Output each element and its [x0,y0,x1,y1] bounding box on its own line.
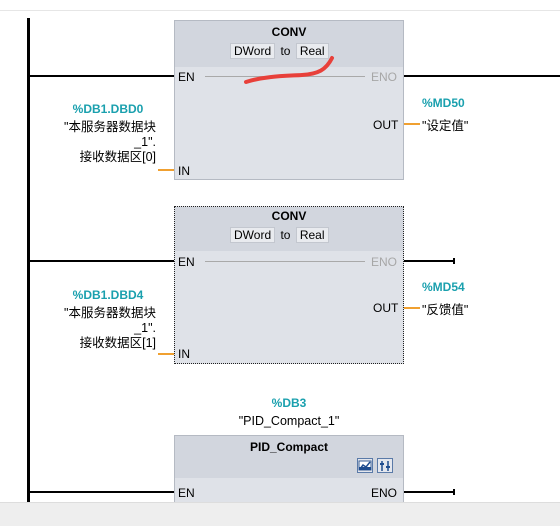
in-operand-2-address[interactable]: %DB1.DBD4 [72,288,144,302]
conv-block-1[interactable]: CONV DWord to Real EN ENO OUT IN [174,20,404,180]
in-operand-2-line2: _1". [134,321,156,335]
conv-2-type-from-dropdown[interactable]: DWord [230,227,276,243]
in-operand-1-name[interactable]: "本服务器数据块 _1". 接收数据区[0] [30,120,156,165]
conv-2-type-to-dropdown[interactable]: Real [295,227,329,243]
eno-wire-1 [404,75,560,77]
conv-2-en-pin[interactable]: EN [178,255,195,269]
in-operand-1-line2: _1". [134,135,156,149]
bottom-status-bar [0,502,560,526]
in-wire-1 [158,169,174,171]
in-wire-2 [158,353,174,355]
conv-block-2-header [175,207,403,251]
pid-eno-pin[interactable]: ENO [371,486,398,500]
top-separator [0,10,560,11]
pid-en-pin[interactable]: EN [178,486,195,500]
pid-instance-name[interactable]: "PID_Compact_1" [238,414,340,428]
out-wire-2 [404,307,420,309]
conv-block-2-title: CONV [271,209,307,223]
conv-block-2[interactable]: CONV DWord to Real EN ENO OUT IN [174,206,404,364]
in-operand-1-line1: "本服务器数据块 [64,120,156,134]
conv-2-to-label: to [280,228,291,242]
out-operand-1-name[interactable]: "设定值" [422,119,469,133]
conv-1-in-pin[interactable]: IN [178,164,190,178]
en-wire-2 [27,260,175,262]
in-operand-2-name[interactable]: "本服务器数据块 _1". 接收数据区[1] [30,306,156,351]
in-operand-2-line1: "本服务器数据块 [64,306,156,320]
red-annotation-stroke [244,56,334,84]
eno-wire-2 [404,260,454,262]
in-operand-1-line3: 接收数据区[0] [79,150,156,164]
out-operand-2-address[interactable]: %MD54 [422,280,465,294]
en-wire-1 [27,75,175,77]
eno-wire-2-end [453,258,455,264]
pid-instance-address[interactable]: %DB3 [271,396,307,410]
conv-2-eno-pin[interactable]: ENO [371,255,398,269]
configuration-icon[interactable] [377,458,393,473]
power-rail [27,18,30,508]
conv-block-1-title: CONV [271,25,307,39]
conv-1-out-pin[interactable]: OUT [373,118,399,132]
conv-block-1-header [175,21,403,67]
conv-2-out-pin[interactable]: OUT [373,301,399,315]
out-operand-2-name[interactable]: "反馈值" [422,303,469,317]
out-operand-1-address[interactable]: %MD50 [422,96,465,110]
conv-2-in-pin[interactable]: IN [178,347,190,361]
conv-1-type-to-dropdown[interactable]: Real [295,43,329,59]
conv-1-eno-pin[interactable]: ENO [371,70,398,84]
eno-wire-3-end [453,489,455,495]
en-wire-3 [27,491,175,493]
conv-1-to-label: to [280,44,291,58]
commissioning-icon[interactable] [357,458,373,473]
eno-wire-3 [404,491,454,493]
conv-1-type-from-dropdown[interactable]: DWord [230,43,276,59]
in-operand-1-address[interactable]: %DB1.DBD0 [72,102,144,116]
in-operand-2-line3: 接收数据区[1] [79,336,156,350]
conv-1-en-pin[interactable]: EN [178,70,195,84]
pid-block-title: PID_Compact [249,440,329,454]
out-wire-1 [404,123,420,125]
pid-compact-block[interactable]: PID_Compact EN ENO [174,435,404,505]
conv-2-inner-line [205,261,365,262]
